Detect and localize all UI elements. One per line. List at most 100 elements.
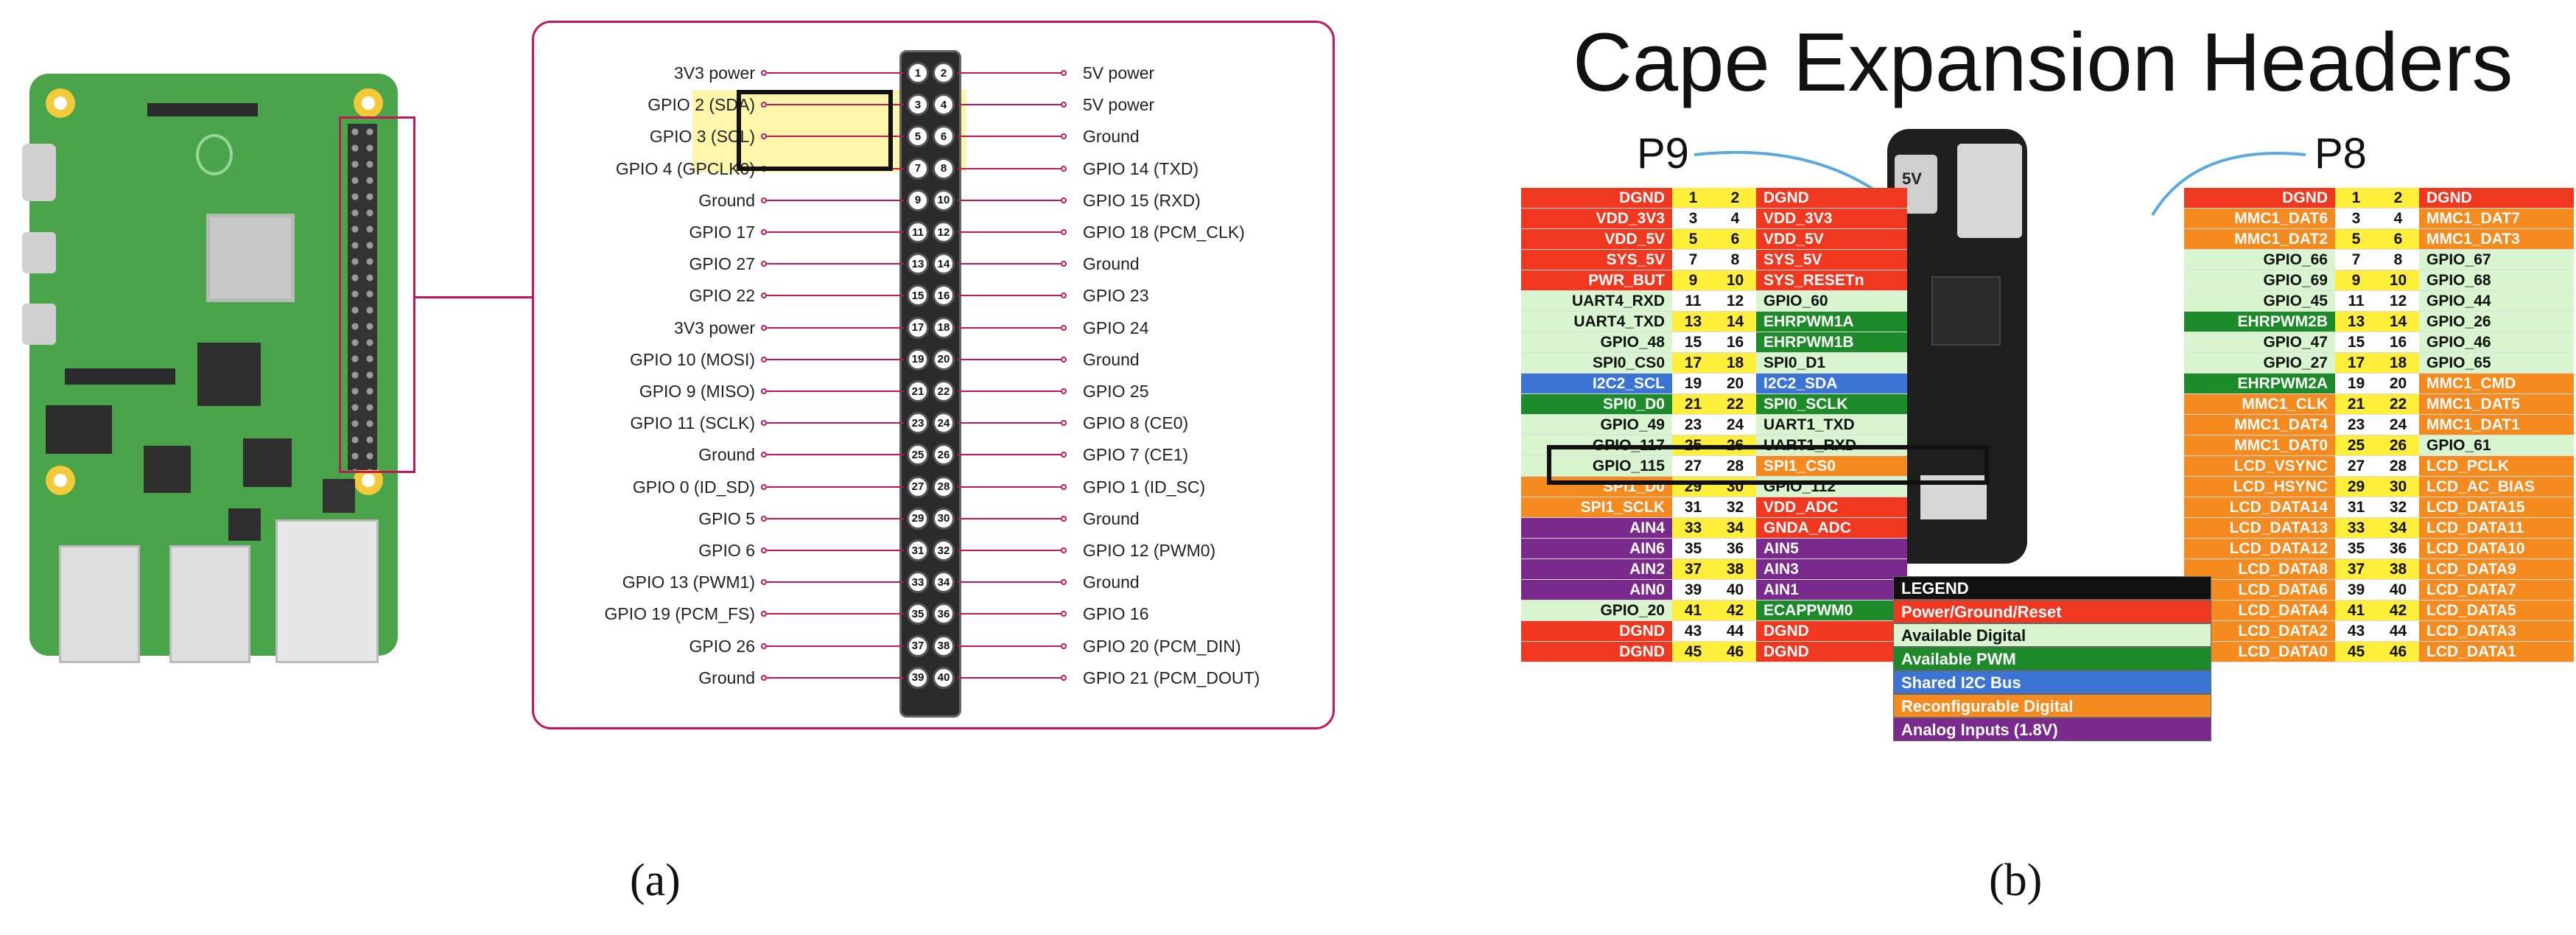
p9_rows-cell-n2: 6	[1714, 229, 1756, 250]
pin-dot	[761, 70, 767, 76]
pin-line	[767, 613, 904, 615]
p9_rows-cell-l: VDD_3V3	[1521, 209, 1672, 229]
left-pin-label: 3V3 power	[674, 63, 755, 83]
pin-line	[958, 358, 1061, 360]
p8_rows-cell-n2: 46	[2377, 642, 2419, 662]
p9_rows-cell-l: SPI0_D0	[1521, 394, 1672, 415]
pin-1: 1	[907, 62, 929, 84]
p8_rows-cell-l: LCD_DATA13	[2184, 518, 2335, 539]
connector-line	[415, 296, 533, 298]
pin-line	[767, 676, 904, 679]
pin-line	[767, 581, 904, 584]
pin-6: 6	[933, 125, 955, 148]
pin-line	[958, 613, 1061, 615]
pin-line	[767, 72, 904, 74]
p9_rows-cell-l: GPIO_115	[1521, 456, 1672, 477]
p9_rows-cell-n2: 24	[1714, 415, 1756, 435]
pin-29: 29	[907, 507, 929, 530]
chip	[243, 438, 292, 487]
p9_rows-cell-n1: 1	[1672, 188, 1714, 209]
right-pin-label: GPIO 15 (RXD)	[1083, 190, 1201, 210]
p8_rows-cell-n2: 14	[2377, 312, 2419, 332]
pin-line	[958, 104, 1061, 106]
p8_rows-cell-n2: 10	[2377, 270, 2419, 291]
pin-dot	[1061, 483, 1067, 490]
left-pin-label: GPIO 17	[689, 223, 755, 242]
p9_rows-cell-l: DGND	[1521, 621, 1672, 642]
p8_rows-cell-l: EHRPWM2B	[2184, 312, 2335, 332]
pin-dot	[761, 261, 767, 267]
p8_rows-cell-n1: 37	[2335, 559, 2377, 580]
ethernet-jack	[1957, 144, 2022, 238]
legend-item: Available PWM	[1893, 647, 2211, 670]
pin-4: 4	[933, 94, 955, 116]
p8_rows-cell-n1: 3	[2335, 209, 2377, 229]
p8_rows-cell-l: EHRPWM2A	[2184, 374, 2335, 394]
p8_rows-cell-l: LCD_DATA12	[2184, 539, 2335, 559]
right-pin-label: Ground	[1083, 508, 1140, 528]
p8_rows-cell-r: GPIO_26	[2419, 312, 2574, 332]
p9_rows-cell-r: SPI0_D1	[1756, 353, 1907, 374]
p8_rows-cell-l: MMC1_DAT0	[2184, 435, 2335, 456]
p9_rows-cell-l: GPIO_49	[1521, 415, 1672, 435]
p8_rows-cell-r: LCD_DATA15	[2419, 497, 2574, 518]
ram-chip	[197, 343, 261, 406]
pin-2: 2	[933, 62, 955, 84]
pin-dot	[761, 102, 767, 108]
p8_rows-cell-r: DGND	[2419, 188, 2574, 209]
p8_rows-cell-n1: 9	[2335, 270, 2377, 291]
right-pin-label: GPIO 20 (PCM_DIN)	[1083, 636, 1241, 656]
display-connector	[147, 103, 258, 116]
beaglebone-board: 5V	[1887, 129, 2027, 564]
left-pin-label: GPIO 10 (MOSI)	[630, 349, 755, 369]
p9_rows-cell-r: SYS_RESETn	[1756, 270, 1907, 291]
p9_rows-cell-l: GPIO_48	[1521, 332, 1672, 353]
pin-dot	[761, 579, 767, 586]
right-pin-label: Ground	[1083, 127, 1140, 147]
p8_rows-cell-n2: 4	[2377, 209, 2419, 229]
pin-34: 34	[933, 571, 955, 594]
p8_rows-cell-r: GPIO_67	[2419, 250, 2574, 270]
p9_rows-cell-n1: 41	[1672, 600, 1714, 621]
legend-title: LEGEND	[1893, 576, 2211, 600]
pin-line	[958, 263, 1061, 265]
p8_rows-cell-l: LCD_DATA14	[2184, 497, 2335, 518]
pin-line	[767, 358, 904, 360]
i2c-highlight-box	[737, 90, 893, 171]
right-pin-label: GPIO 14 (TXD)	[1083, 158, 1199, 178]
p8_rows-cell-n1: 45	[2335, 642, 2377, 662]
p9_rows-cell-n1: 17	[1672, 353, 1714, 374]
p9_rows-cell-l: PWR_BUT	[1521, 270, 1672, 291]
right-pin-label: GPIO 18 (PCM_CLK)	[1083, 223, 1245, 242]
pin-5: 5	[907, 125, 929, 148]
uart-highlight-box	[1547, 445, 1989, 485]
pin-dot	[1061, 388, 1067, 394]
p8_rows-cell-n1: 29	[2335, 477, 2377, 497]
poe-header	[323, 479, 355, 513]
left-pin-label: GPIO 26	[689, 636, 755, 656]
left-pin-label: Ground	[698, 190, 755, 210]
pin-24: 24	[933, 412, 955, 435]
pin-dot	[1061, 324, 1067, 331]
pin-dot	[761, 229, 767, 235]
left-pin-label: GPIO 13 (PWM1)	[622, 572, 755, 592]
p8_rows-cell-n2: 6	[2377, 229, 2419, 250]
p9_rows-cell-n1: 13	[1672, 312, 1714, 332]
p8_rows-cell-n1: 15	[2335, 332, 2377, 353]
ethernet-port	[276, 519, 379, 663]
pin-30: 30	[933, 507, 955, 530]
p9_rows-cell-n2: 38	[1714, 559, 1756, 580]
pinout-panel	[532, 21, 1335, 729]
right-pin-label: GPIO 8 (CE0)	[1083, 413, 1189, 433]
left-pin-label: GPIO 19 (PCM_FS)	[604, 604, 755, 624]
left-pin-label: GPIO 9 (MISO)	[639, 382, 755, 401]
usb-c-port	[22, 144, 56, 201]
p9_rows-cell-n2: 12	[1714, 291, 1756, 312]
p9_rows-cell-l: AIN4	[1521, 518, 1672, 539]
p8_rows-cell-r: LCD_DATA10	[2419, 539, 2574, 559]
pin-line	[958, 326, 1061, 329]
p8_rows-cell-n1: 41	[2335, 600, 2377, 621]
pin-dot	[761, 611, 767, 617]
p8_rows-cell-n2: 38	[2377, 559, 2419, 580]
pin-27: 27	[907, 475, 929, 498]
